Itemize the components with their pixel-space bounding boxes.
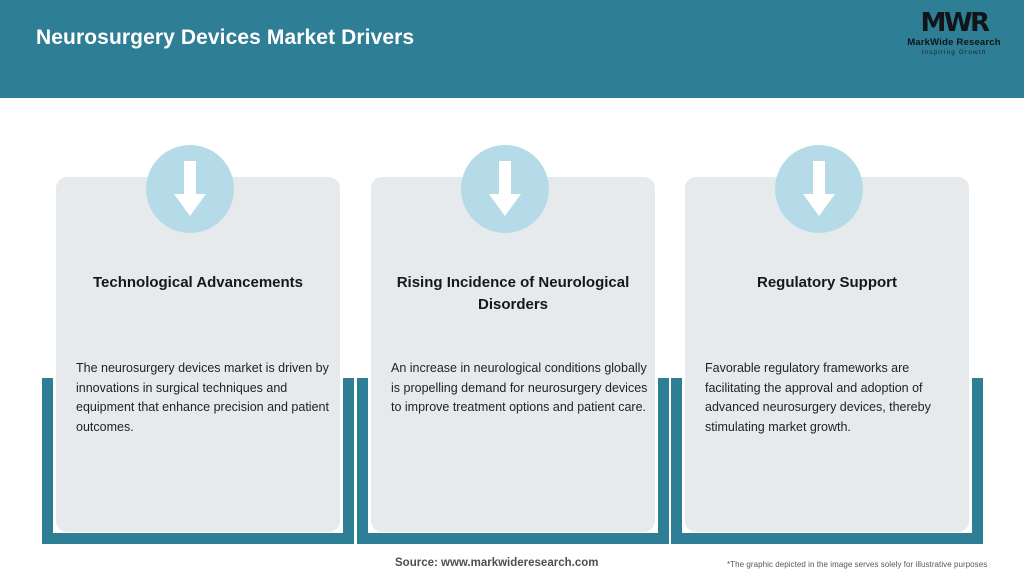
footer-source: Source: www.markwideresearch.com xyxy=(395,557,599,569)
logo-company-name: MarkWide Research xyxy=(907,37,1001,48)
header-bar: Neurosurgery Devices Market Drivers MWR … xyxy=(0,0,1024,98)
card-panel: Regulatory Support Favorable regulatory … xyxy=(685,177,969,532)
logo-tagline: Inspiring Growth xyxy=(921,49,987,56)
card-bracket-frame xyxy=(42,378,354,544)
driver-card-1[interactable]: Technological Advancements The neurosurg… xyxy=(42,145,358,545)
card-body-text: An increase in neurological conditions g… xyxy=(391,361,648,414)
bracket-left-bar xyxy=(357,378,368,544)
footer-disclaimer: *The graphic depicted in the image serve… xyxy=(727,560,988,569)
bracket-bottom-bar xyxy=(357,533,669,544)
card-title: Regulatory Support xyxy=(756,274,897,291)
card-bracket-frame xyxy=(357,378,669,544)
bracket-left-bar xyxy=(42,378,53,544)
bracket-bottom-bar xyxy=(42,533,354,544)
card-panel: Rising Incidence of Neurological Disorde… xyxy=(371,177,655,532)
down-arrow-icon xyxy=(775,145,863,233)
card-title: Rising Incidence of Neurological Disorde… xyxy=(396,274,630,313)
bracket-right-bar xyxy=(343,378,354,544)
driver-card-2[interactable]: Rising Incidence of Neurological Disorde… xyxy=(357,145,673,545)
card-body-text: The neurosurgery devices market is drive… xyxy=(76,361,329,434)
brand-logo: MWR MarkWide Research Inspiring Growth xyxy=(898,9,1010,61)
logo-mark-icon: MWR xyxy=(920,8,990,38)
driver-card-3[interactable]: Regulatory Support Favorable regulatory … xyxy=(671,145,987,545)
down-arrow-icon xyxy=(146,145,234,233)
bracket-right-bar xyxy=(658,378,669,544)
card-panel: Technological Advancements The neurosurg… xyxy=(56,177,340,532)
bracket-bottom-bar xyxy=(671,533,983,544)
bracket-left-bar xyxy=(671,378,682,544)
card-body-text: Favorable regulatory frameworks are faci… xyxy=(705,361,931,434)
bracket-right-bar xyxy=(972,378,983,544)
down-arrow-icon xyxy=(461,145,549,233)
card-title: Technological Advancements xyxy=(92,274,304,291)
card-bracket-frame xyxy=(671,378,983,544)
page-title: Neurosurgery Devices Market Drivers xyxy=(36,26,415,49)
